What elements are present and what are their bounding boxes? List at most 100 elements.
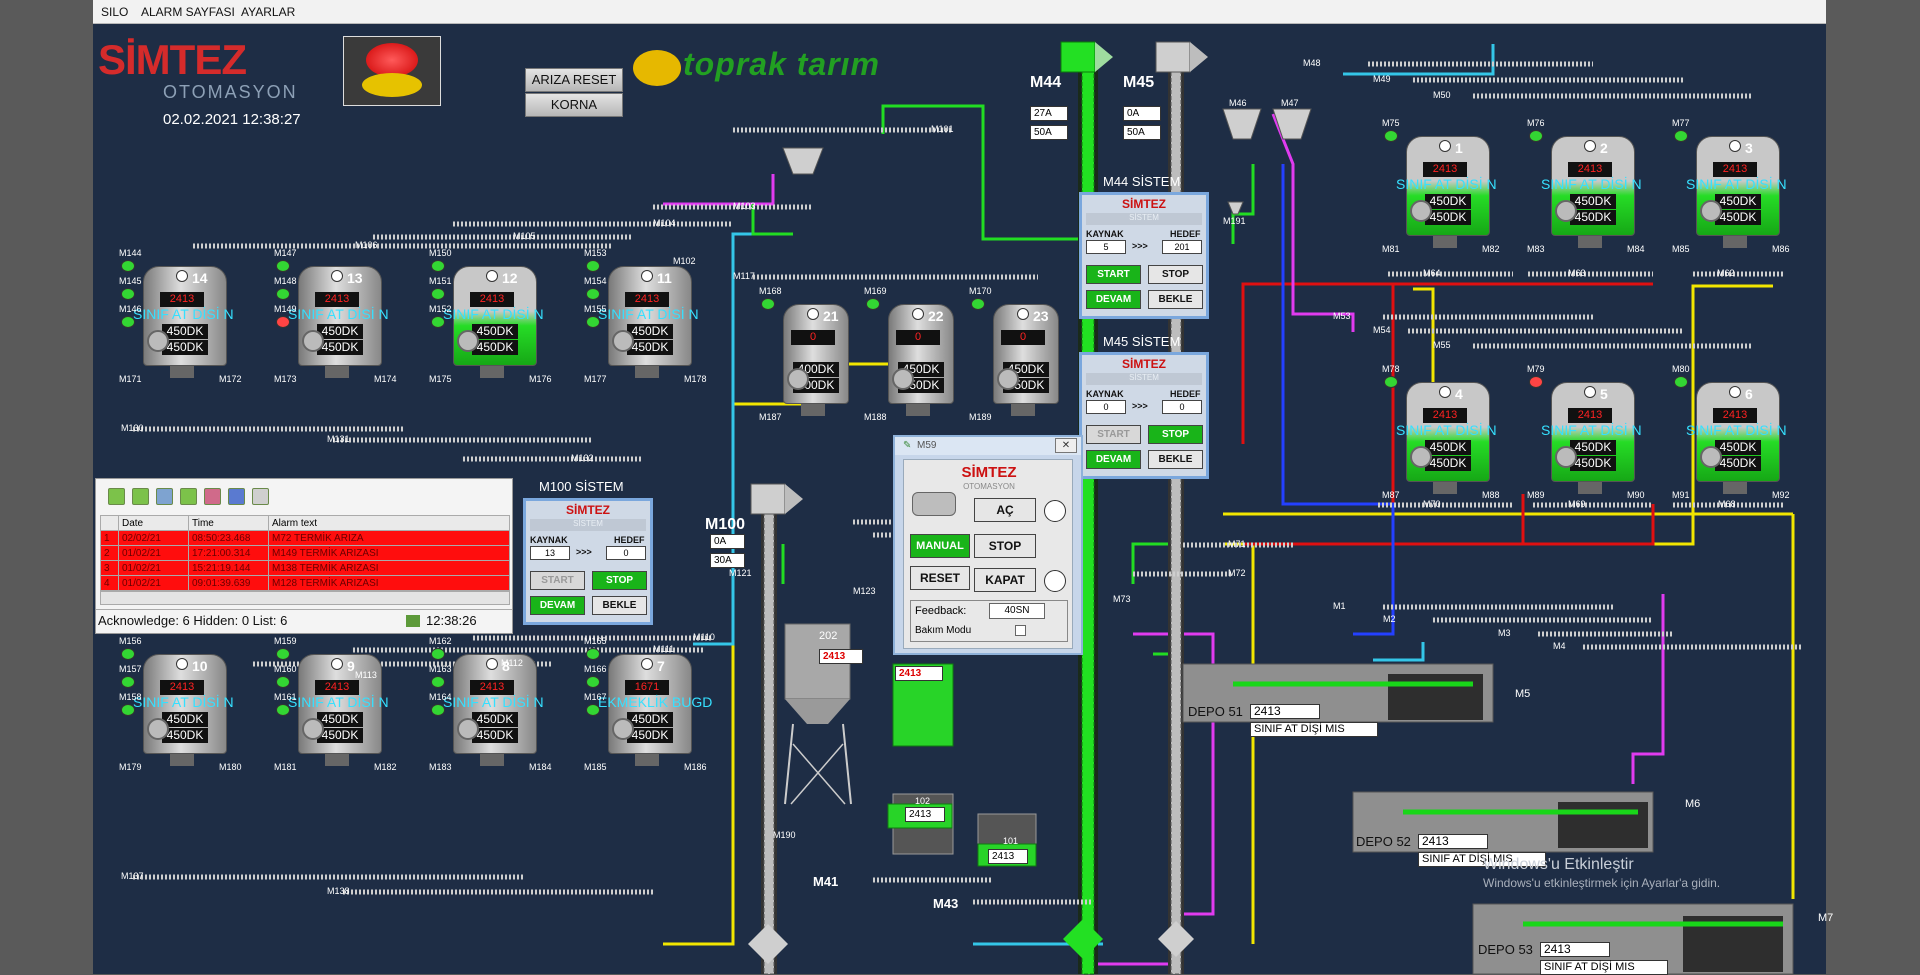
- motor-m90[interactable]: M90: [1627, 490, 1645, 500]
- motor-m87[interactable]: M87: [1382, 490, 1400, 500]
- export-icon[interactable]: [252, 488, 269, 505]
- motor-icon[interactable]: [586, 676, 600, 688]
- motor-m92[interactable]: M92: [1772, 490, 1790, 500]
- motor-m80[interactable]: M80: [1672, 364, 1690, 374]
- motor-m89[interactable]: M89: [1527, 490, 1545, 500]
- motor-icon[interactable]: [586, 648, 600, 660]
- start-button[interactable]: START: [1086, 425, 1141, 444]
- motor-icon[interactable]: [276, 316, 290, 328]
- conveyor-m55[interactable]: M55: [1433, 340, 1451, 350]
- stop-button[interactable]: STOP: [974, 534, 1036, 558]
- motor-m176[interactable]: M176: [529, 374, 552, 384]
- motor-icon[interactable]: [586, 260, 600, 272]
- motor-m151[interactable]: M151: [429, 276, 452, 286]
- motor-icon[interactable]: [971, 298, 985, 310]
- target-field[interactable]: 0: [606, 546, 646, 560]
- motor-m157[interactable]: M157: [119, 664, 142, 674]
- conveyor-m47[interactable]: M47: [1281, 98, 1299, 108]
- motor-icon[interactable]: [431, 676, 445, 688]
- motor-m170[interactable]: M170: [969, 286, 992, 296]
- conveyor-m71[interactable]: M71: [1228, 539, 1246, 549]
- conveyor-m48[interactable]: M48: [1303, 58, 1321, 68]
- checklist-icon[interactable]: [180, 488, 197, 505]
- conveyor-m68[interactable]: M68: [1718, 499, 1736, 509]
- motor-m178[interactable]: M178: [684, 374, 707, 384]
- conveyor-m43[interactable]: M43: [933, 896, 959, 911]
- conveyor-m137[interactable]: M137: [121, 871, 144, 881]
- conveyor-m101[interactable]: M101: [931, 124, 954, 134]
- conveyor-m41[interactable]: M41: [813, 874, 839, 889]
- motor-icon[interactable]: [1384, 376, 1398, 388]
- conveyor-m54[interactable]: M54: [1373, 325, 1391, 335]
- menu-alarm-page[interactable]: ALARM SAYFASI: [141, 5, 235, 19]
- fault-reset-button[interactable]: ARIZA RESET: [525, 68, 623, 92]
- motor-m154[interactable]: M154: [584, 276, 607, 286]
- motor-m166[interactable]: M166: [584, 664, 607, 674]
- motor-m169[interactable]: M169: [864, 286, 887, 296]
- motor-m148[interactable]: M148: [274, 276, 297, 286]
- conveyor-m62[interactable]: M62: [1717, 268, 1735, 278]
- motor-icon[interactable]: [121, 316, 135, 328]
- depot-motor-m6[interactable]: M6: [1685, 798, 1701, 810]
- motor-icon[interactable]: [431, 260, 445, 272]
- menu-settings[interactable]: AYARLAR: [241, 5, 296, 19]
- motor-m182[interactable]: M182: [374, 762, 397, 772]
- stop-button[interactable]: STOP: [592, 571, 647, 590]
- conveyor-m131[interactable]: M131: [327, 434, 350, 444]
- resume-button[interactable]: DEVAM: [530, 596, 585, 615]
- wait-button[interactable]: BEKLE: [1148, 450, 1203, 469]
- motor-m85[interactable]: M85: [1672, 244, 1690, 254]
- motor-m184[interactable]: M184: [529, 762, 552, 772]
- motor-icon[interactable]: [121, 260, 135, 272]
- motor-m174[interactable]: M174: [374, 374, 397, 384]
- motor-icon[interactable]: [276, 676, 290, 688]
- conveyor-m110[interactable]: M110: [693, 632, 715, 642]
- conveyor-m63[interactable]: M63: [1568, 268, 1586, 278]
- motor-m180[interactable]: M180: [219, 762, 242, 772]
- motor-m175[interactable]: M175: [429, 374, 452, 384]
- conveyor-m72[interactable]: M72: [1228, 568, 1246, 578]
- start-button[interactable]: START: [530, 571, 585, 590]
- motor-m185[interactable]: M185: [584, 762, 607, 772]
- motor-m179[interactable]: M179: [119, 762, 142, 772]
- report-icon[interactable]: [156, 488, 173, 505]
- motor-icon[interactable]: [761, 298, 775, 310]
- conveyor-m106[interactable]: M106: [355, 240, 378, 250]
- horizontal-scrollbar[interactable]: [100, 591, 510, 605]
- source-field[interactable]: 0: [1086, 400, 1126, 414]
- conveyor-m123[interactable]: M123: [853, 586, 876, 596]
- motor-icon[interactable]: [121, 648, 135, 660]
- motor-m172[interactable]: M172: [219, 374, 242, 384]
- conveyor-m50[interactable]: M50: [1433, 90, 1451, 100]
- motor-m167[interactable]: M167: [584, 692, 607, 702]
- motor-m161[interactable]: M161: [274, 692, 297, 702]
- motor-icon[interactable]: [586, 316, 600, 328]
- motor-m171[interactable]: M171: [119, 374, 142, 384]
- motor-icon[interactable]: [1384, 130, 1398, 142]
- motor-m75[interactable]: M75: [1382, 118, 1400, 128]
- motor-m159[interactable]: M159: [274, 636, 297, 646]
- motor-icon[interactable]: [431, 648, 445, 660]
- motor-m88[interactable]: M88: [1482, 490, 1500, 500]
- depot-motor-m5[interactable]: M5: [1515, 688, 1531, 700]
- motor-m183[interactable]: M183: [429, 762, 452, 772]
- motor-icon[interactable]: [276, 704, 290, 716]
- motor-icon[interactable]: [1529, 376, 1543, 388]
- motor-icon[interactable]: [121, 288, 135, 300]
- motor-m189[interactable]: M189: [969, 412, 992, 422]
- motor-icon[interactable]: [1674, 376, 1688, 388]
- conveyor-m2[interactable]: M2: [1383, 614, 1396, 624]
- motor-icon[interactable]: [586, 704, 600, 716]
